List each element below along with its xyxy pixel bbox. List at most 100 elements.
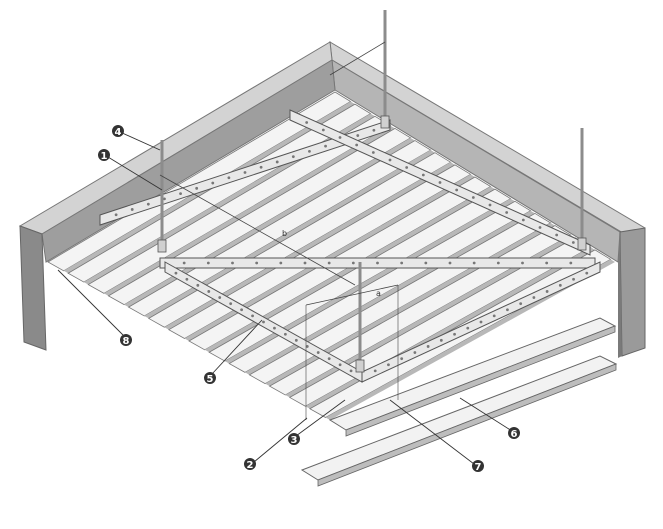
carrier-notch (305, 345, 309, 348)
carrier-notch (305, 121, 309, 124)
carrier-notch (506, 308, 509, 312)
carrier-notch (218, 296, 222, 299)
leader-4 (119, 131, 161, 151)
carrier-notch (231, 261, 234, 265)
carrier-notch (316, 351, 320, 354)
strip-gap (204, 186, 495, 353)
carrier-notch (338, 363, 342, 367)
carrier-notch (351, 261, 355, 265)
carrier-notch (532, 296, 536, 299)
carrier-notch (321, 128, 325, 132)
carrier-notch (438, 181, 442, 184)
carrier-notch (572, 277, 575, 281)
strip-gap (285, 235, 575, 398)
carrier-notch (349, 369, 353, 373)
leader-7 (389, 399, 475, 465)
callout-2: 2 (244, 458, 256, 471)
carrier-notch (413, 351, 417, 354)
carrier-notch (405, 166, 409, 169)
svg-text:3: 3 (291, 435, 298, 446)
leader-5 (211, 319, 263, 375)
carrier-notch (308, 149, 311, 153)
loose-panels (300, 317, 618, 487)
carrier-notch (185, 277, 189, 281)
carrier-notch (505, 211, 509, 214)
carrier-notch (146, 202, 150, 206)
carrier-notch (421, 173, 425, 177)
callout-1: 1 (98, 149, 110, 162)
leader-3 (295, 399, 346, 437)
carrier-notch (545, 261, 549, 265)
wall (18, 41, 646, 358)
carrier-notch (521, 261, 524, 265)
carrier-notch (569, 261, 573, 265)
leader-6 (459, 397, 513, 432)
carrier-notch (324, 144, 327, 148)
carrier-notch (453, 332, 456, 336)
carrier-notch (538, 226, 542, 229)
carrier-notch (227, 176, 231, 180)
carrier-notch (229, 302, 233, 306)
carrier-notch (303, 261, 307, 265)
carrier-notch (373, 369, 377, 373)
carrier-notch (400, 261, 404, 265)
callout-3: 3 (288, 433, 300, 446)
carrier-notch (424, 261, 428, 265)
dimension-lines: b a (159, 41, 399, 420)
leader-8 (57, 269, 127, 339)
loose-panel-1-edge (345, 325, 616, 437)
carrier-notch (448, 261, 452, 265)
carrier-notch (521, 218, 525, 222)
strip-gap (103, 125, 396, 296)
carrier-notch (558, 283, 562, 287)
dim-top-line (329, 41, 386, 76)
callout-5: 5 (204, 372, 216, 385)
rod-left-clip (157, 239, 167, 253)
carrier-notch (327, 261, 331, 265)
callout-leaders (57, 131, 513, 465)
carrier-notch (372, 128, 376, 132)
carrier-notch (455, 188, 459, 192)
carrier-notch (426, 345, 430, 348)
carrier-notch (555, 233, 559, 237)
carrier-notch (439, 338, 443, 342)
carrier-notch (488, 203, 492, 207)
svg-text:2: 2 (247, 460, 254, 471)
carrier-notch (279, 261, 283, 265)
carrier-notch (206, 261, 210, 265)
carrier-notch (371, 151, 375, 154)
strip-gap (244, 210, 536, 375)
carrier-notch (400, 357, 404, 361)
svg-text:1: 1 (101, 151, 108, 162)
carrier-notch (240, 308, 244, 312)
carrier-notch (472, 261, 476, 265)
carrier-notch (174, 271, 178, 275)
carrier-notch (251, 314, 254, 318)
dim-b-line (159, 174, 356, 286)
carrier-notch (376, 261, 379, 265)
callout-4: 4 (112, 125, 124, 138)
carrier-notch (387, 363, 390, 367)
carrier-notch (356, 134, 360, 137)
loose-panel-2-edge (317, 363, 617, 487)
callout-6: 6 (508, 427, 520, 440)
carrier-notch (259, 165, 263, 169)
suspension-rods (157, 10, 587, 373)
svg-text:5: 5 (207, 374, 214, 385)
strip-gap (224, 198, 515, 364)
carrier-notch (283, 332, 287, 336)
carrier-notch (519, 302, 523, 306)
carrier-notch (545, 290, 549, 293)
carrier-notch (338, 136, 342, 139)
rod-front-clip (355, 359, 365, 373)
carrier-notch (571, 241, 575, 244)
carrier-notch (182, 261, 186, 265)
carrier-notch (211, 181, 215, 185)
carrier-notch (471, 196, 475, 199)
carrier-notch (275, 160, 279, 164)
carrier-notch (355, 143, 359, 147)
dim-a-line (305, 284, 399, 306)
rod-right-clip (577, 237, 587, 251)
